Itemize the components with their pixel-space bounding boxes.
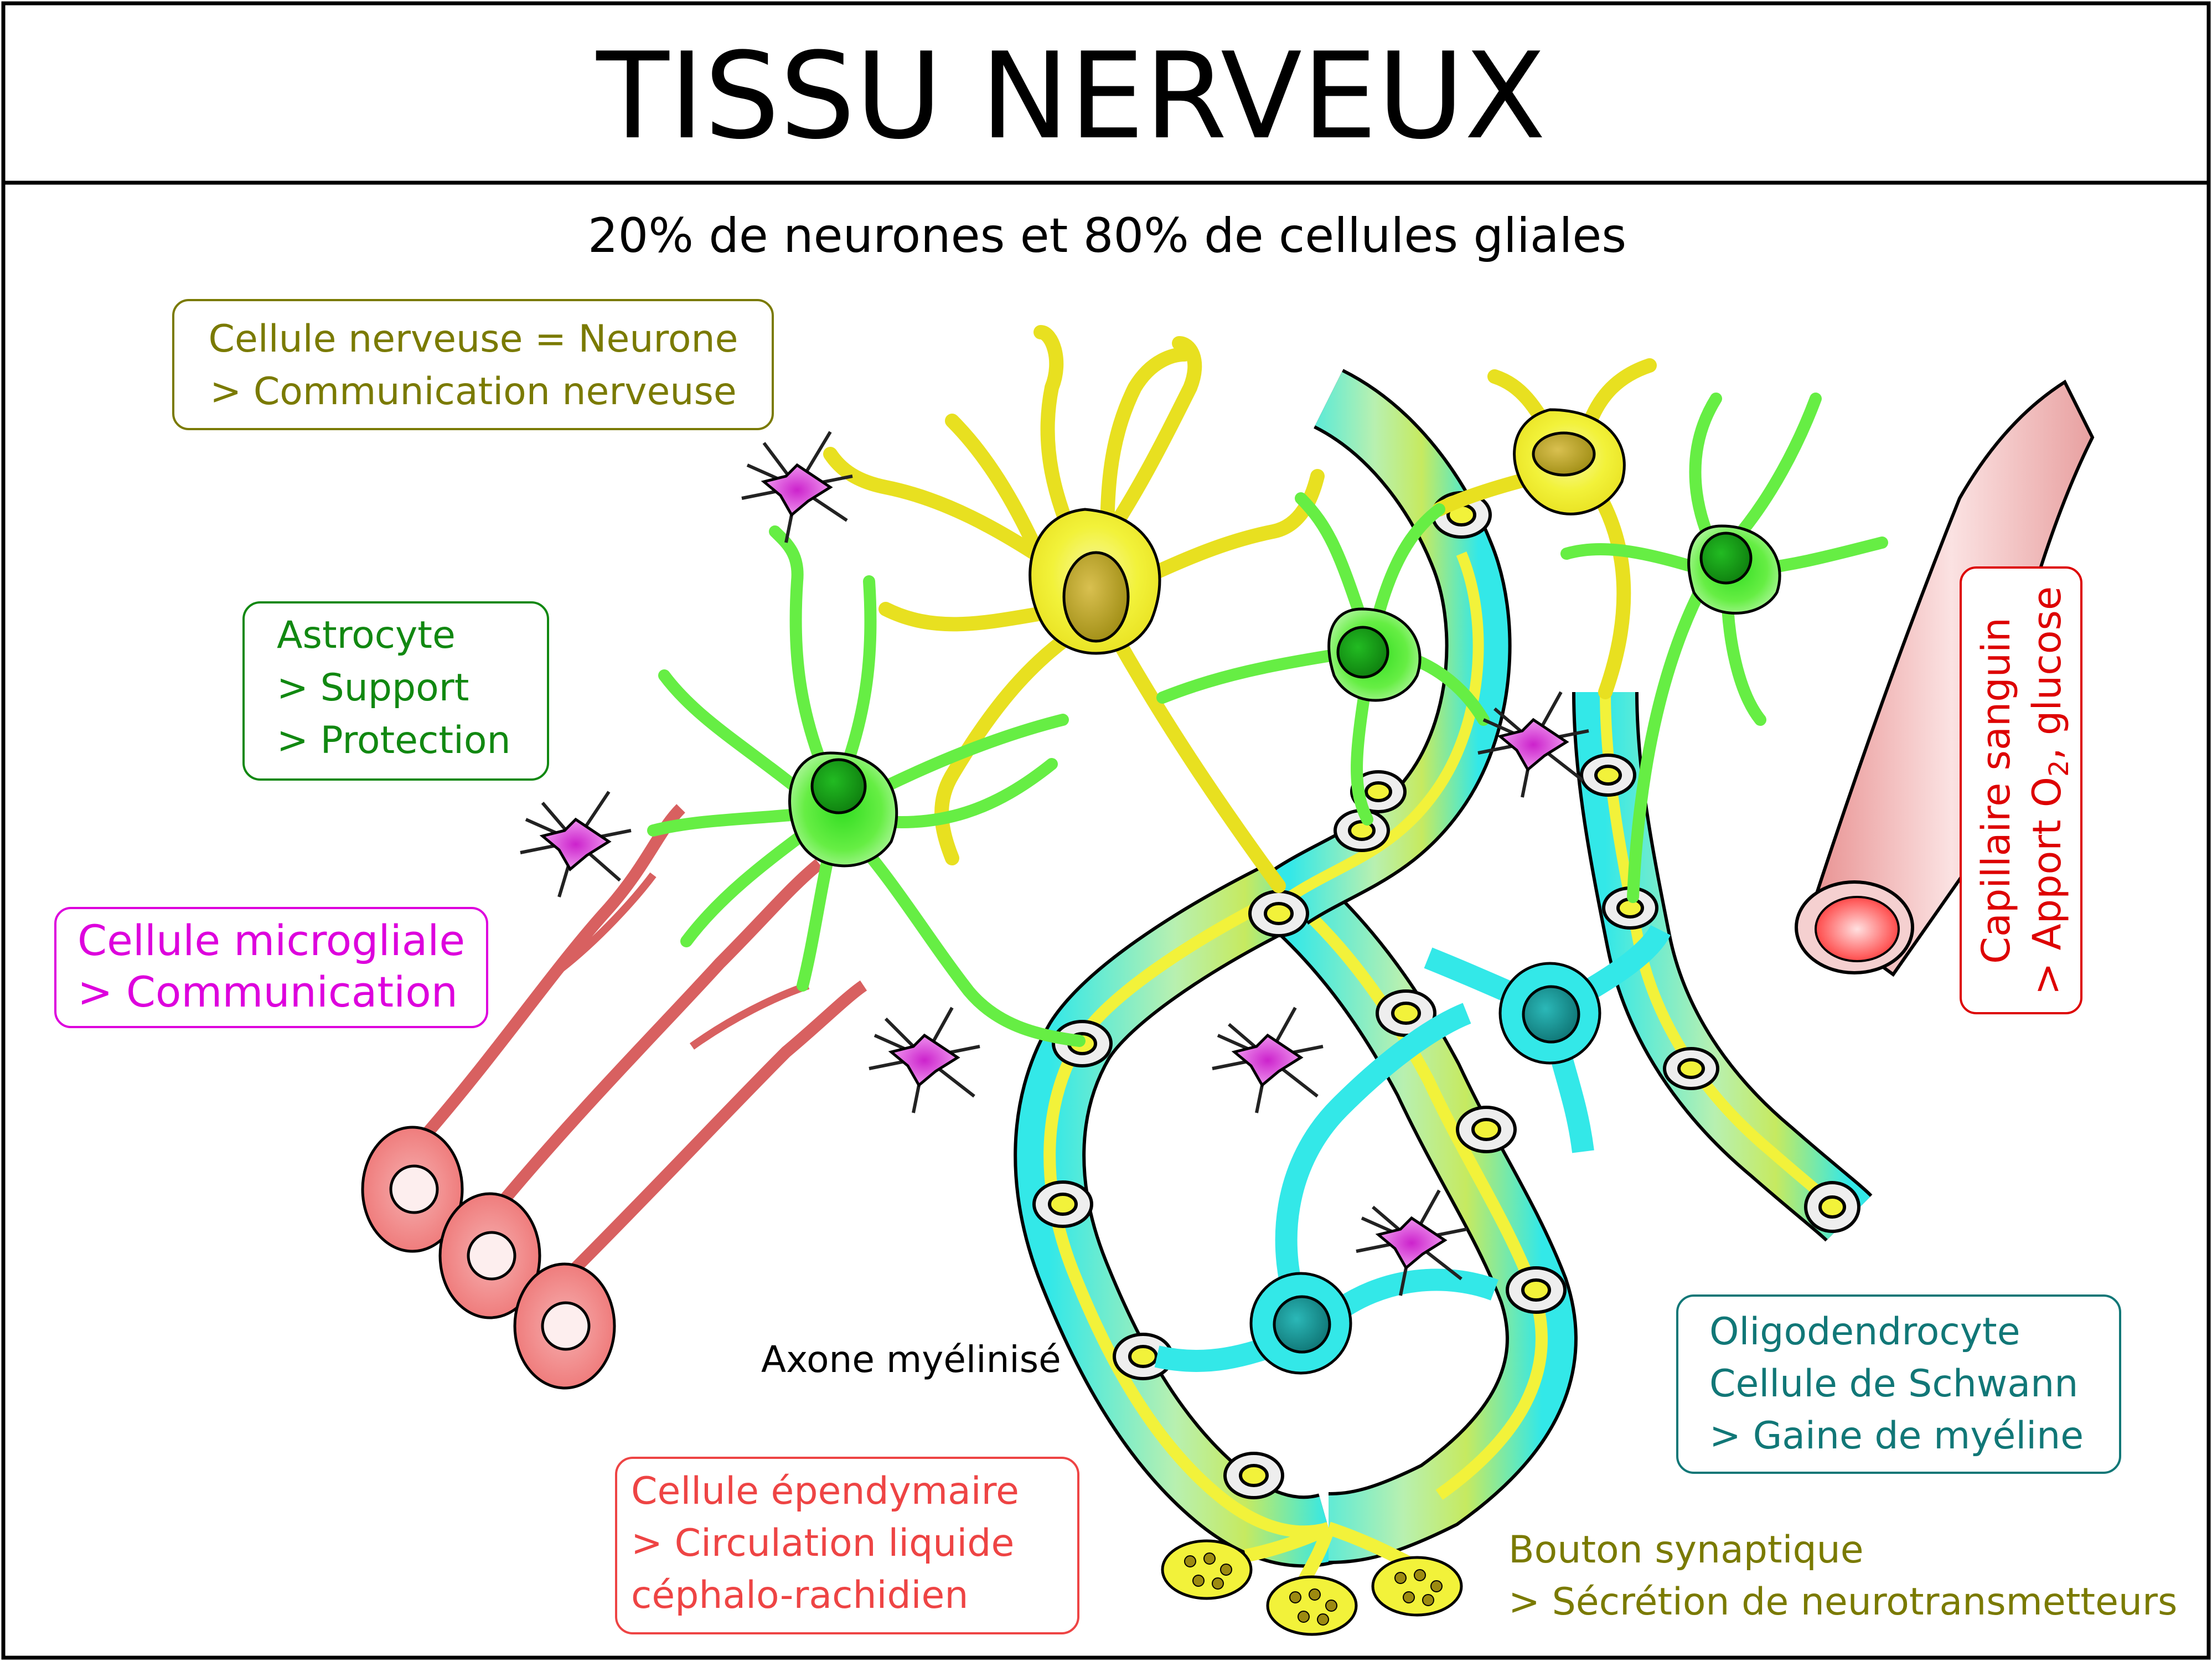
label-ependymal: Cellule épendymaire > Circulation liquid… bbox=[615, 1457, 1079, 1634]
label-ependymal-line-2: > Circulation liquide bbox=[631, 1521, 1014, 1565]
microglia-1 bbox=[741, 431, 853, 543]
label-ependymal-line-3: céphalo-rachidien bbox=[631, 1574, 968, 1617]
label-microglia-line-2: > Communication bbox=[77, 967, 458, 1017]
microglia-6 bbox=[1356, 1189, 1467, 1296]
microglial-cells bbox=[520, 431, 1589, 1296]
label-synapse-line-2: > Sécrétion de neurotransmetteurs bbox=[1508, 1580, 2177, 1624]
synaptic-bouton-1 bbox=[1161, 1539, 1253, 1600]
label-astrocyte: Astrocyte > Support > Protection bbox=[242, 601, 549, 781]
blood-capillary bbox=[1795, 379, 2095, 977]
astrocyte-nucleus-3 bbox=[1699, 532, 1753, 585]
page-title: TISSU NERVEUX bbox=[596, 27, 1546, 166]
label-oligodendrocyte-line-3: > Gaine de myéline bbox=[1709, 1414, 2084, 1458]
label-axon: Axone myélinisé bbox=[761, 1338, 1061, 1381]
microglia-5 bbox=[1477, 691, 1589, 798]
ependymal-cells bbox=[361, 804, 867, 1390]
microglia-4 bbox=[1212, 1007, 1324, 1113]
label-neuron-line-2: > Communication nerveuse bbox=[210, 370, 737, 414]
label-oligodendrocyte: Oligodendrocyte Cellule de Schwann > Gai… bbox=[1676, 1294, 2121, 1474]
label-capillary: Capillaire sanguin > Apport O2, glucose bbox=[1960, 566, 2082, 1014]
label-oligodendrocyte-line-2: Cellule de Schwann bbox=[1709, 1362, 2078, 1406]
microglia-3 bbox=[869, 1007, 980, 1113]
label-capillary-line-2: > Apport O2, glucose bbox=[2024, 586, 2075, 995]
astrocyte-nucleus-1 bbox=[810, 758, 867, 814]
label-astrocyte-line-2: > Support bbox=[277, 666, 469, 710]
label-microglia-line-1: Cellule microgliale bbox=[77, 916, 465, 965]
label-neuron: Cellule nerveuse = Neurone > Communicati… bbox=[172, 299, 774, 430]
oligodendrocytes bbox=[1154, 925, 1671, 1375]
label-microglia: Cellule microgliale > Communication bbox=[54, 907, 488, 1028]
label-neuron-line-1: Cellule nerveuse = Neurone bbox=[209, 317, 738, 361]
neuron-nucleus-1 bbox=[1062, 551, 1130, 643]
synaptic-bouton-3 bbox=[1371, 1556, 1463, 1617]
label-ependymal-line-1: Cellule épendymaire bbox=[631, 1469, 1019, 1513]
label-astrocyte-line-3: > Protection bbox=[277, 719, 511, 762]
synaptic-boutons bbox=[1161, 1521, 1463, 1636]
synaptic-bouton-2 bbox=[1266, 1575, 1358, 1636]
label-capillary-line-1: Capillaire sanguin bbox=[1973, 617, 2019, 964]
label-astrocyte-line-1: Astrocyte bbox=[277, 613, 456, 657]
microglia-2 bbox=[520, 791, 632, 897]
neuron-nucleus-2 bbox=[1532, 431, 1596, 477]
label-oligodendrocyte-line-1: Oligodendrocyte bbox=[1709, 1310, 2020, 1354]
label-synapse-line-1: Bouton synaptique bbox=[1508, 1528, 1864, 1572]
astrocytes bbox=[647, 393, 1888, 1047]
subtitle: 20% de neurones et 80% de cellules glial… bbox=[588, 208, 1626, 264]
astrocyte-nucleus-2 bbox=[1336, 626, 1389, 679]
